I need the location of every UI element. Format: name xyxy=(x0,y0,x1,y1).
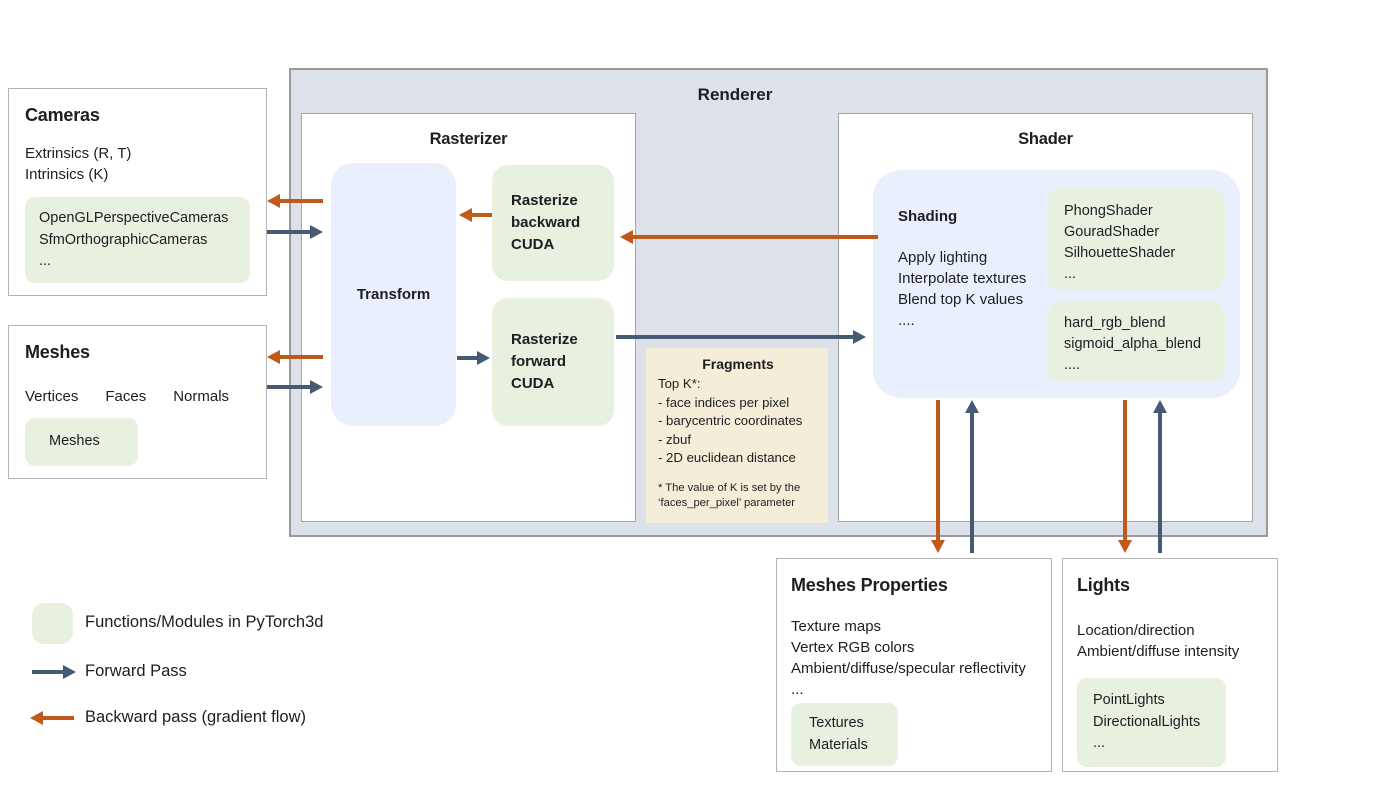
meshes-properties-module: Textures xyxy=(809,715,864,731)
legend-backward-label: Backward pass (gradient flow) xyxy=(85,708,307,726)
rasterize-backward-line: CUDA xyxy=(511,236,555,253)
shader-title: Shader xyxy=(1018,130,1073,148)
shader-module: ... xyxy=(1064,266,1077,282)
meshes-properties-box: Meshes Properties Texture maps Vertex RG… xyxy=(776,558,1052,772)
cameras-module: SfmOrthographicCameras xyxy=(39,231,208,248)
meshes-properties-prop: Ambient/diffuse/specular reflectivity xyxy=(791,660,1026,677)
meshes-module: Meshes xyxy=(49,433,100,449)
meshes-properties-prop: Vertex RGB colors xyxy=(791,639,915,656)
fragments-line: - face indices per pixel xyxy=(658,394,790,410)
legend-module-swatch xyxy=(32,603,73,644)
backward-arrow-rasterize-backward-to-transform xyxy=(459,208,492,222)
fragments-line: - 2D euclidean distance xyxy=(658,450,796,465)
shading-line: Apply lighting xyxy=(898,249,988,266)
lights-box: Lights Location/direction Ambient/diffus… xyxy=(1062,558,1278,772)
lights-modules-box: PointLights DirectionalLights ... xyxy=(1077,678,1227,767)
forward-arrow-from-meshes xyxy=(267,380,323,394)
lights-prop: Ambient/diffuse intensity xyxy=(1077,643,1240,660)
fragments-line: - zbuf xyxy=(658,431,691,447)
cameras-prop: Extrinsics (R, T) xyxy=(25,145,132,162)
renderer-title: Renderer xyxy=(697,85,773,104)
meshes-properties-module: Materials xyxy=(809,736,868,753)
blend-module: sigmoid_alpha_blend xyxy=(1064,336,1202,352)
fragments-footnote-line: * The value of K is set by the xyxy=(658,481,801,494)
fragments-line: Top K*: xyxy=(658,376,701,391)
cameras-module: OpenGLPerspectiveCameras xyxy=(39,210,229,226)
blend-modules-box: hard_rgb_blend sigmoid_alpha_blend .... xyxy=(1047,302,1225,382)
transform-label: Transform xyxy=(356,285,431,303)
legend-backward-arrow xyxy=(30,711,74,725)
lights-module: ... xyxy=(1093,735,1106,751)
blend-module: hard_rgb_blend xyxy=(1064,315,1166,331)
forward-arrow-from-cameras xyxy=(267,225,323,239)
fragments-footnote-line: ‘faces_per_pixel’ parameter xyxy=(658,496,796,509)
fragments-box: Fragments Top K*: - face indices per pix… xyxy=(646,348,828,523)
shader-modules-box: PhongShader GouradShader SilhouetteShade… xyxy=(1047,188,1225,290)
backward-arrow-shader-to-meshes-properties xyxy=(931,400,945,553)
fragments-title: Fragments xyxy=(702,356,774,372)
forward-arrow-lights-to-shader xyxy=(1153,400,1167,553)
backward-arrow-to-meshes xyxy=(267,350,323,364)
meshes-box: Meshes Vertices Faces Normals Meshes xyxy=(8,325,267,479)
cameras-title: Cameras xyxy=(25,105,100,125)
backward-arrow-shader-to-rasterize-backward xyxy=(620,230,878,244)
rasterize-forward-line: Rasterize xyxy=(511,331,578,348)
legend-forward-label: Forward Pass xyxy=(85,662,187,680)
lights-module: DirectionalLights xyxy=(1093,713,1201,730)
shading-line: .... xyxy=(898,312,915,329)
rasterizer-title: Rasterizer xyxy=(429,130,508,148)
rasterize-backward-line: Rasterize xyxy=(511,192,578,209)
meshes-title: Meshes xyxy=(25,342,90,362)
shader-module: SilhouetteShader xyxy=(1064,245,1176,261)
shader-module: PhongShader xyxy=(1064,203,1153,219)
lights-module: PointLights xyxy=(1093,692,1165,708)
shading-line: Blend top K values xyxy=(898,291,1024,308)
backward-arrow-shader-to-lights xyxy=(1118,400,1132,553)
cameras-prop: Intrinsics (K) xyxy=(25,166,109,183)
rasterize-forward-line: forward xyxy=(511,353,567,370)
transform-box: Transform xyxy=(331,163,456,426)
meshes-modules-box: Meshes xyxy=(25,418,138,466)
meshes-prop: Faces xyxy=(105,388,147,405)
meshes-props-row: Vertices Faces Normals xyxy=(25,388,250,405)
lights-title: Lights xyxy=(1077,575,1130,595)
meshes-properties-title: Meshes Properties xyxy=(791,575,948,595)
blend-module: .... xyxy=(1064,357,1081,373)
meshes-properties-prop: ... xyxy=(791,681,804,698)
legend-module-label: Functions/Modules in PyTorch3d xyxy=(85,613,324,631)
rasterize-backward-cuda-box: Rasterize backward CUDA xyxy=(492,165,614,281)
shading-box: Shading Apply lighting Interpolate textu… xyxy=(873,170,1240,398)
cameras-box: Cameras Extrinsics (R, T) Intrinsics (K)… xyxy=(8,88,267,296)
meshes-prop: Normals xyxy=(173,388,230,405)
meshes-properties-modules-box: Textures Materials xyxy=(791,703,898,766)
fragments-line: - barycentric coordinates xyxy=(658,413,803,428)
forward-arrow-meshes-properties-to-shader xyxy=(965,400,979,553)
shading-title: Shading xyxy=(898,208,958,225)
shading-line: Interpolate textures xyxy=(898,270,1027,287)
cameras-module: ... xyxy=(39,253,52,269)
lights-prop: Location/direction xyxy=(1077,622,1195,639)
forward-arrow-rasterize-forward-to-shader xyxy=(616,330,866,344)
meshes-prop: Vertices xyxy=(25,388,79,405)
cameras-modules-box: OpenGLPerspectiveCameras SfmOrthographic… xyxy=(25,197,250,283)
rasterize-backward-line: backward xyxy=(511,214,581,231)
shading-text-column: Shading Apply lighting Interpolate textu… xyxy=(898,208,1026,331)
backward-arrow-to-cameras xyxy=(267,194,323,208)
rasterize-forward-cuda-box: Rasterize forward CUDA xyxy=(492,298,614,426)
rasterize-forward-line: CUDA xyxy=(511,375,555,392)
meshes-properties-prop: Texture maps xyxy=(791,618,882,635)
legend-forward-arrow xyxy=(32,665,76,679)
forward-arrow-transform-to-rasterize-forward xyxy=(457,351,490,365)
shader-module: GouradShader xyxy=(1064,224,1160,240)
